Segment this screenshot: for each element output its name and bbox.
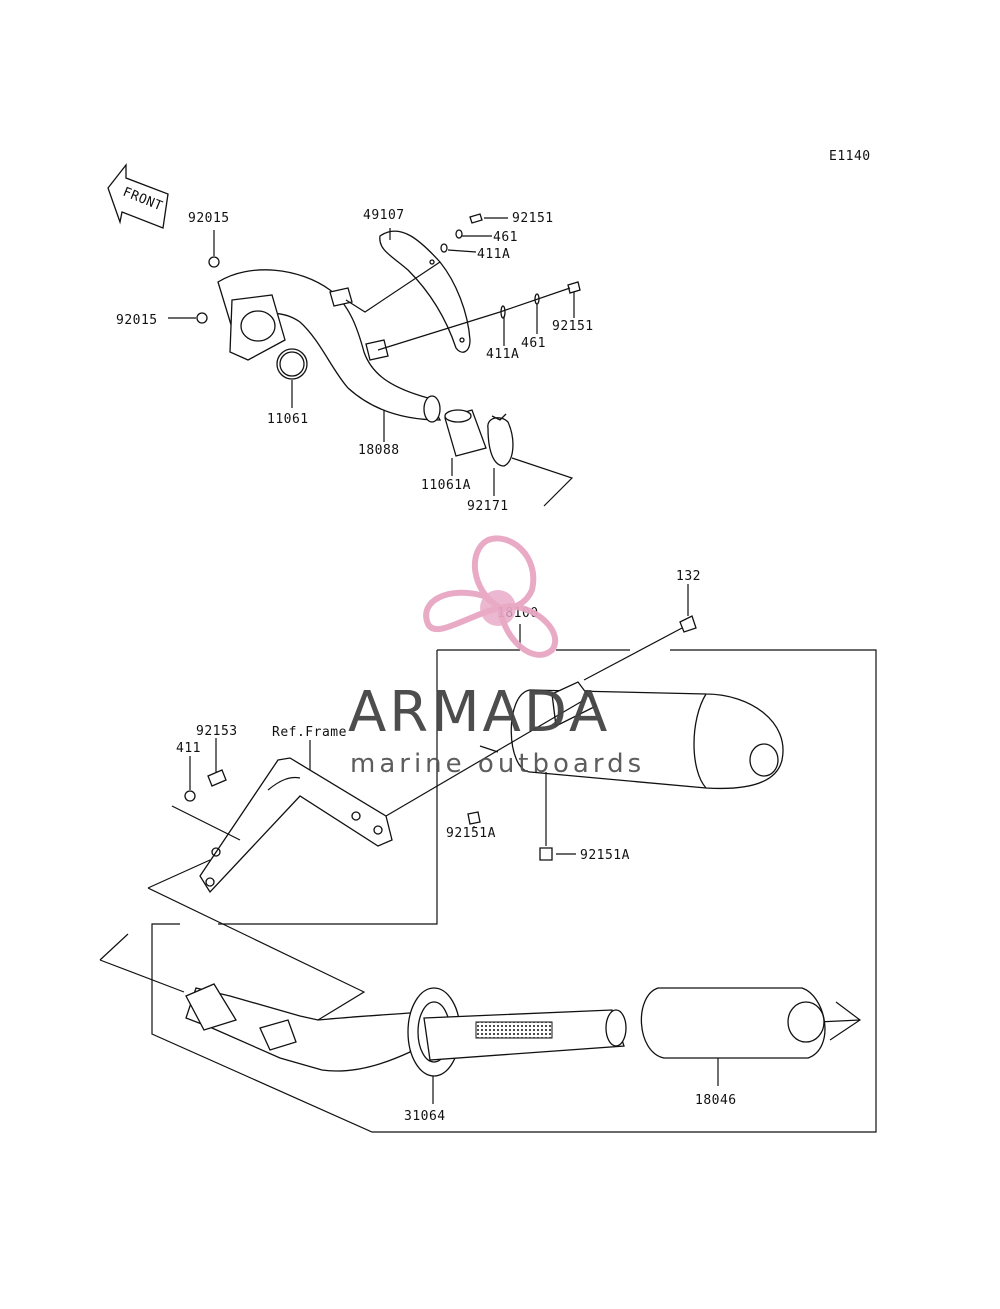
label-11061: 11061 xyxy=(267,412,309,427)
bolt-92151-top xyxy=(469,213,483,224)
header-pipe-18088 xyxy=(217,269,442,423)
clamp-92171 xyxy=(487,413,514,467)
label-92015-left: 92015 xyxy=(116,313,158,328)
label-18088: 18088 xyxy=(358,443,400,458)
label-461-right: 461 xyxy=(521,336,546,351)
baffle-tube xyxy=(423,1009,627,1061)
nut-92015-top xyxy=(208,256,220,268)
watermark-brand: ARMADA xyxy=(348,680,610,745)
label-92151A-left: 92151A xyxy=(446,826,496,841)
armada-watermark: ARMADA marine outboards xyxy=(348,535,645,779)
label-18046: 18046 xyxy=(695,1093,737,1108)
washer-411 xyxy=(184,790,196,802)
label-92151-right: 92151 xyxy=(552,319,594,334)
label-92171: 92171 xyxy=(467,499,509,514)
nut-92015-left xyxy=(196,312,208,324)
bolt-92151-right xyxy=(567,281,581,294)
bolt-92151A-bottom xyxy=(539,847,553,861)
bolt-92151A-left xyxy=(467,811,481,825)
propeller-logo-icon xyxy=(423,535,559,658)
label-92153: 92153 xyxy=(196,724,238,739)
seal-11061A xyxy=(444,409,487,457)
label-411: 411 xyxy=(176,741,201,756)
label-461-top: 461 xyxy=(493,230,518,245)
washer-461-top xyxy=(455,229,463,239)
label-11061A: 11061A xyxy=(421,478,471,493)
heat-guard-49107 xyxy=(379,230,471,353)
label-132: 132 xyxy=(676,569,701,584)
silencer-18100 xyxy=(510,681,784,790)
gasket-11061 xyxy=(276,348,308,380)
frame-bracket xyxy=(199,757,393,894)
leader-lines-upper xyxy=(168,217,575,507)
silencer-sleeve-18046 xyxy=(640,987,826,1059)
label-31064: 31064 xyxy=(404,1109,446,1124)
label-411A-top: 411A xyxy=(477,247,510,262)
label-92151A-bottom: 92151A xyxy=(580,848,630,863)
leader-lines-lower xyxy=(99,699,862,1104)
diagram-code: E1140 xyxy=(829,149,871,164)
label-92015-top: 92015 xyxy=(188,211,230,226)
label-411A-right: 411A xyxy=(486,347,519,362)
label-49107: 49107 xyxy=(363,208,405,223)
bolt-132 xyxy=(583,584,697,681)
collar-411A-top xyxy=(440,243,448,253)
label-92151-top: 92151 xyxy=(512,211,554,226)
front-arrow-icon: FRONT xyxy=(107,163,169,229)
watermark-tagline: marine outboards xyxy=(350,749,645,779)
exhaust-pipe-lower xyxy=(185,983,423,1072)
label-ref-frame: Ref.Frame xyxy=(272,725,347,740)
bolt-92153 xyxy=(207,769,227,787)
